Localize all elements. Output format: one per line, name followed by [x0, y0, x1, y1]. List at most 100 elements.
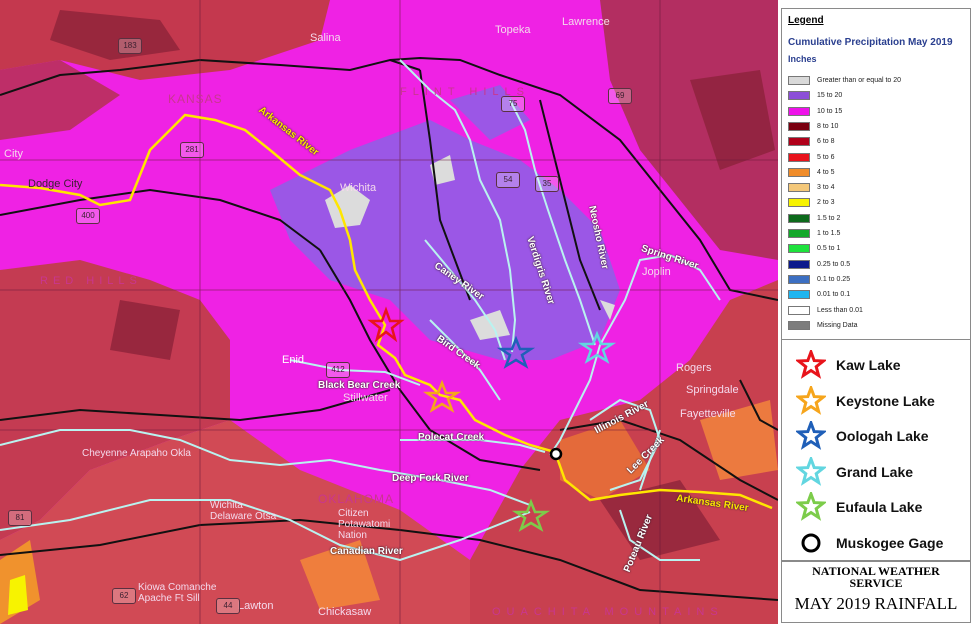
- state-lines: [0, 0, 778, 624]
- dodge-city-label: Dodge City: [28, 178, 83, 190]
- wichita-label: Wichita: [340, 182, 377, 194]
- topeka-label: Topeka: [495, 24, 531, 36]
- legend-item-label: 0.25 to 0.5: [817, 260, 851, 268]
- legend-units: Inches: [788, 54, 817, 64]
- highway-69-shield-icon: 69: [608, 88, 632, 104]
- legend-item: 8 to 10: [788, 121, 838, 132]
- legend-item: 2 to 3: [788, 197, 835, 208]
- nws-line-3: MAY 2019 RAINFALL: [794, 594, 958, 613]
- kaw-lake-star-icon[interactable]: [367, 306, 405, 343]
- springdale-label: Springdale: [686, 384, 739, 396]
- highway-412-shield-icon: 412: [326, 362, 350, 378]
- legend-item-label: 4 to 5: [817, 168, 835, 176]
- chickasaw-label: Chickasaw: [318, 606, 372, 618]
- legend-item: Greater than or equal to 20: [788, 75, 901, 86]
- key-item: Keystone Lake: [796, 384, 935, 418]
- grand-lake-star-icon[interactable]: [577, 330, 617, 364]
- legend-swatch: [788, 244, 810, 254]
- highway-81-shield-icon: 81: [8, 510, 32, 526]
- legend-item-label: 8 to 10: [817, 122, 839, 130]
- legend-swatch: [788, 198, 810, 208]
- key-item-label: Muskogee Gage: [836, 534, 944, 551]
- ouachita-mountains-label: OUACHITA MOUNTAINS: [492, 606, 724, 618]
- neosho-river-line: [509, 99, 596, 346]
- kiowa-comanche-label: Kiowa Comanche Apache Ft Sill: [138, 582, 217, 604]
- precip-zone-15-20: [270, 85, 620, 360]
- key-star-icon: [796, 421, 826, 450]
- legend-item-label: Less than 0.01: [817, 306, 863, 314]
- legend-swatch: [788, 121, 810, 131]
- oklahoma-label: OKLAHOMA: [318, 492, 395, 506]
- lee-creek-line: [639, 429, 661, 491]
- legend-swatch: [788, 305, 810, 315]
- arkansas-river: [0, 113, 773, 510]
- polecat-creek-label: Polecat Creek: [418, 432, 485, 443]
- key-star-icon: [796, 350, 826, 379]
- legend-swatch: [788, 274, 810, 284]
- polecat-creek-line: [400, 439, 546, 453]
- caney-river-line: [424, 239, 506, 361]
- tributary-rivers: [0, 59, 721, 562]
- spring-river-line: [599, 253, 721, 346]
- legend-item-label: 5 to 6: [817, 153, 835, 161]
- joplin-label: Joplin: [642, 266, 671, 278]
- key-circle-icon: [801, 533, 821, 552]
- key-item: Oologah Lake: [796, 419, 929, 453]
- legend-item: 5 to 6: [788, 152, 835, 163]
- basin-boundaries: [0, 56, 778, 601]
- illinois-river-line: [589, 398, 662, 491]
- legend-swatch: [788, 229, 810, 238]
- citizen-potawatomi-label: Citizen Potawatomi Nation: [338, 508, 391, 541]
- nws-line-1: NATIONAL WEATHER: [812, 564, 940, 578]
- legend-item: Less than 0.01: [788, 305, 863, 316]
- enid-label: Enid: [282, 354, 305, 366]
- key-star-icon: [796, 385, 826, 415]
- highway-75-shield-icon: 75: [501, 96, 525, 112]
- highway-54-shield-icon: 54: [496, 172, 520, 188]
- legend-title: Legend: [788, 15, 824, 26]
- legend-item: 1 to 1.5: [788, 228, 840, 239]
- key-star-icon: [796, 456, 826, 486]
- legend-item: 6 to 8: [788, 136, 835, 147]
- legend-item: 4 to 5: [788, 167, 835, 178]
- wichita-delaware-label: Wichita Delaware Otsa: [210, 500, 277, 522]
- legend-swatch: [788, 91, 810, 101]
- legend-item: 0.1 to 0.25: [788, 274, 850, 285]
- legend-item: Missing Data: [788, 320, 857, 331]
- legend-item: 15 to 20: [788, 90, 842, 101]
- oologah-lake-star-icon[interactable]: [496, 335, 536, 369]
- key-item-label: Grand Lake: [836, 463, 914, 480]
- lawton-label: Lawton: [238, 600, 274, 612]
- legend-swatch: [788, 320, 810, 330]
- grand-lower-line: [549, 344, 601, 456]
- muskogee-gage-circle-icon[interactable]: [549, 447, 563, 461]
- key-item: Muskogee Gage: [796, 526, 943, 560]
- key-item: Kaw Lake: [796, 348, 901, 382]
- nws-line-2: SERVICE: [849, 576, 903, 590]
- legend-swatch: [788, 106, 810, 116]
- city-label: City: [4, 148, 23, 160]
- legend-swatch: [788, 167, 810, 177]
- eufaula-lake-star-icon[interactable]: [511, 498, 551, 532]
- key-item: Eufaula Lake: [796, 490, 922, 524]
- key-item-label: Eufaula Lake: [836, 499, 923, 515]
- legend-item: 1.5 to 2: [788, 213, 840, 224]
- precip-zone-3-5: [0, 400, 778, 624]
- precipitation-legend: Legend Cumulative Precipitation May 2019…: [781, 8, 971, 340]
- highway-281-shield-icon: 281: [180, 142, 204, 158]
- keystone-lake-star-icon[interactable]: [422, 379, 462, 413]
- key-item-label: Keystone Lake: [836, 392, 935, 409]
- key-item-label: Kaw Lake: [836, 357, 901, 373]
- lawrence-label: Lawrence: [562, 16, 610, 28]
- legend-swatch: [788, 152, 810, 162]
- highway-400-shield-icon: 400: [76, 208, 100, 224]
- red-hills-label: RED HILLS: [40, 275, 142, 287]
- nws-banner: NATIONAL WEATHER SERVICE MAY 2019 RAINFA…: [781, 561, 971, 623]
- legend-swatch: [788, 183, 810, 193]
- legend-item: 0.01 to 0.1: [788, 289, 850, 300]
- legend-item: 3 to 4: [788, 182, 835, 193]
- bird-creek-line: [429, 319, 501, 401]
- fayetteville-label: Fayetteville: [680, 408, 736, 420]
- legend-swatch: [788, 259, 810, 269]
